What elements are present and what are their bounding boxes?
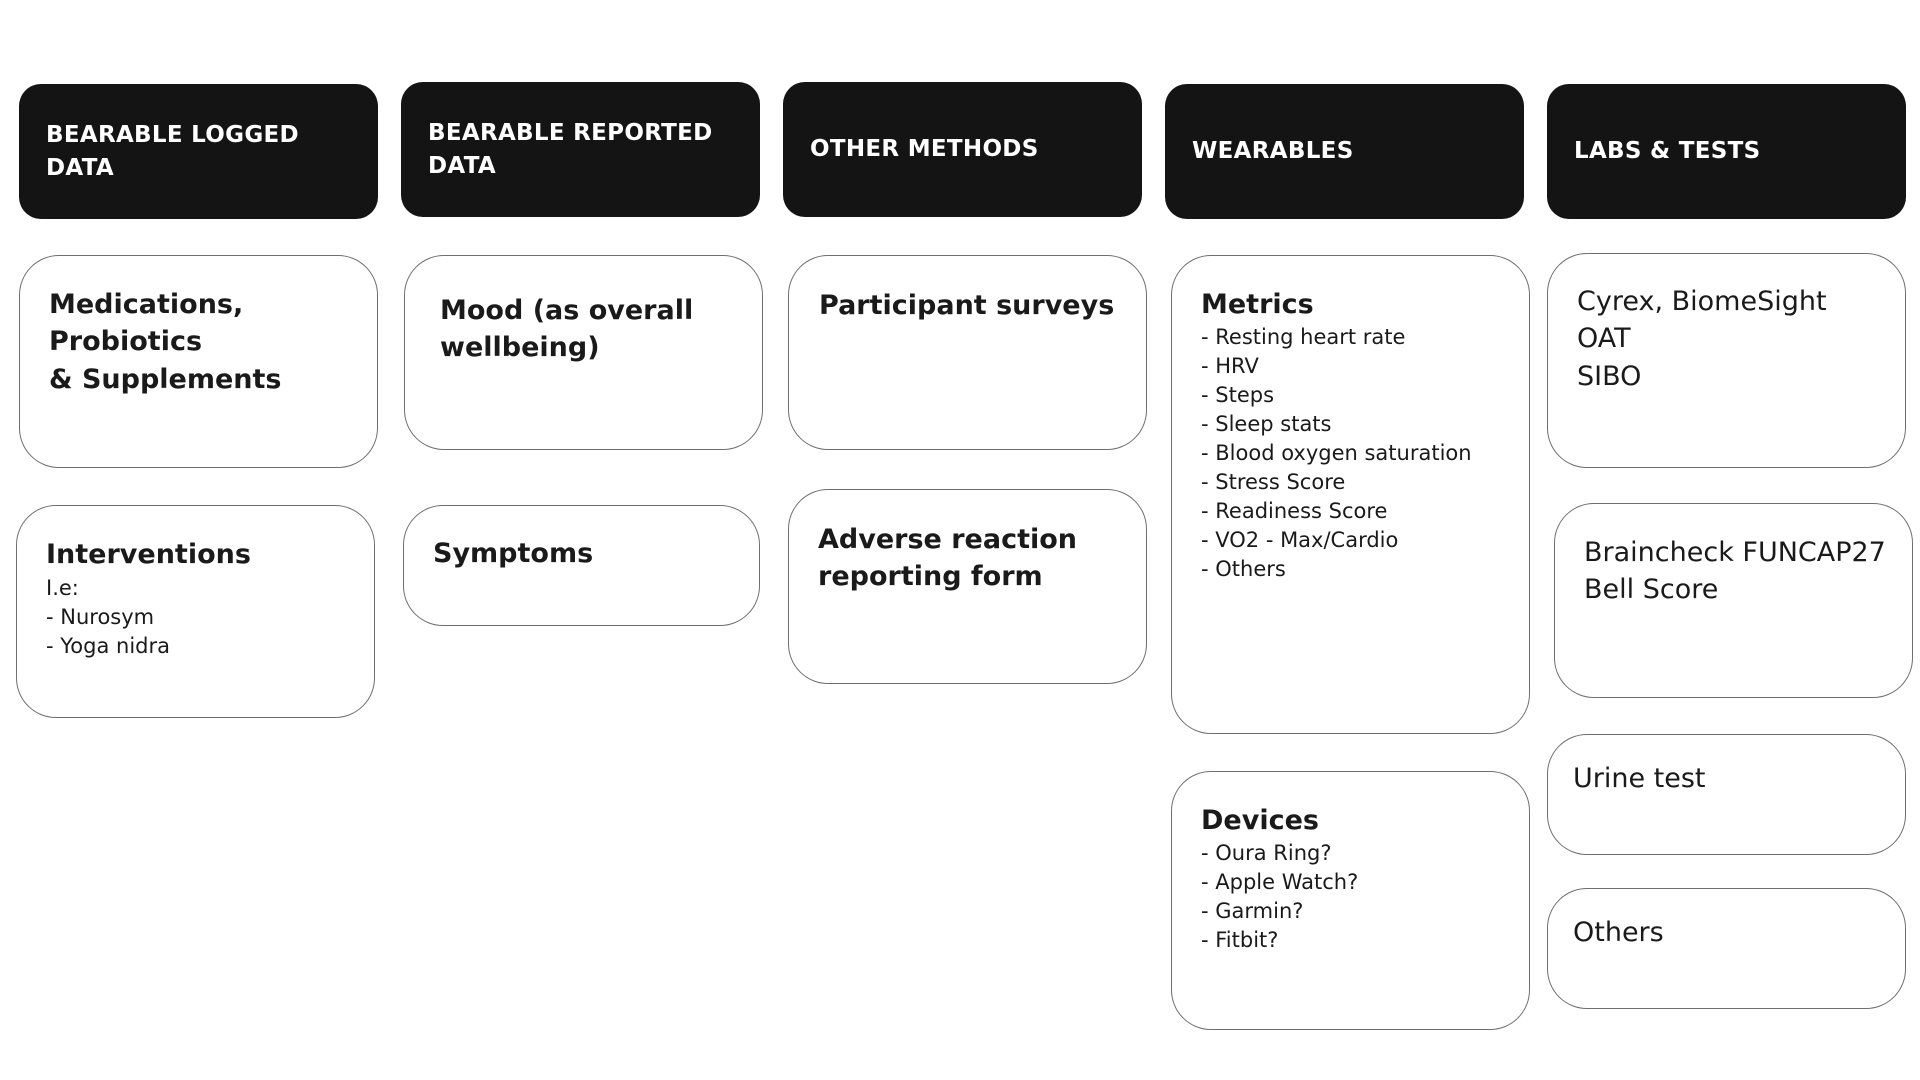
card-title: Braincheck FUNCAP27 Bell Score: [1584, 537, 1886, 606]
card-title: Devices: [1201, 805, 1319, 836]
column-header-label: BEARABLE REPORTED DATA: [428, 119, 713, 179]
list-item: - Sleep stats: [1201, 412, 1332, 437]
list-item: - HRV: [1201, 354, 1259, 379]
card-title: Adverse reaction reporting form: [818, 524, 1078, 593]
list-item: - Blood oxygen saturation: [1201, 441, 1472, 466]
list-item: - Oura Ring?: [1201, 841, 1332, 866]
card-symptoms: Symptoms: [403, 505, 760, 626]
column-header-bearable-reported: BEARABLE REPORTED DATA: [401, 82, 760, 217]
column-header-label: OTHER METHODS: [810, 136, 1039, 163]
card-participant-surveys: Participant surveys: [788, 255, 1147, 450]
column-header-label: LABS & TESTS: [1574, 138, 1761, 165]
column-header-labs-tests: LABS & TESTS: [1547, 84, 1906, 219]
card-urine-test: Urine test: [1547, 734, 1906, 855]
card-title: Participant surveys: [819, 290, 1115, 321]
list-item: - Apple Watch?: [1201, 870, 1359, 895]
card-interventions: Interventions I.e: - Nurosym - Yoga nidr…: [16, 505, 375, 718]
card-devices: Devices - Oura Ring? - Apple Watch? - Ga…: [1171, 771, 1530, 1030]
card-title: Medications, Probiotics & Supplements: [49, 289, 282, 395]
card-mood: Mood (as overall wellbeing): [404, 255, 763, 450]
card-title: Symptoms: [433, 538, 594, 569]
card-braincheck: Braincheck FUNCAP27 Bell Score: [1554, 503, 1913, 698]
card-metrics: Metrics - Resting heart rate - HRV - Ste…: [1171, 255, 1530, 734]
list-item: - Stress Score: [1201, 470, 1346, 495]
card-title: Mood (as overall wellbeing): [440, 295, 694, 364]
card-medications: Medications, Probiotics & Supplements: [19, 255, 378, 468]
list-item: - Steps: [1201, 383, 1275, 408]
card-others: Others: [1547, 888, 1906, 1009]
card-title: Interventions: [46, 539, 251, 570]
list-item: - Resting heart rate: [1201, 325, 1406, 350]
list-item: - Others: [1201, 557, 1286, 581]
card-adverse-reaction: Adverse reaction reporting form: [788, 489, 1147, 684]
list-item: - VO2 - Max/Cardio: [1201, 528, 1399, 553]
card-cyrex-biomesight: Cyrex, BiomeSight OAT SIBO: [1547, 253, 1906, 468]
card-subtitle: I.e:: [46, 576, 79, 601]
card-title: Urine test: [1573, 763, 1706, 794]
column-header-wearables: WEARABLES: [1165, 84, 1524, 219]
list-item: - Readiness Score: [1201, 499, 1388, 524]
list-item: - Fitbit?: [1201, 928, 1279, 953]
card-title: Cyrex, BiomeSight OAT SIBO: [1577, 286, 1827, 392]
list-item: - Yoga nidra: [46, 634, 170, 659]
column-header-label: BEARABLE LOGGED DATA: [46, 121, 299, 181]
card-title: Metrics: [1201, 289, 1314, 320]
list-item: - Nurosym: [46, 605, 155, 630]
column-header-label: WEARABLES: [1192, 138, 1354, 165]
column-header-other-methods: OTHER METHODS: [783, 82, 1142, 217]
list-item: - Garmin?: [1201, 899, 1304, 924]
card-title: Others: [1573, 917, 1664, 948]
column-header-bearable-logged: BEARABLE LOGGED DATA: [19, 84, 378, 219]
